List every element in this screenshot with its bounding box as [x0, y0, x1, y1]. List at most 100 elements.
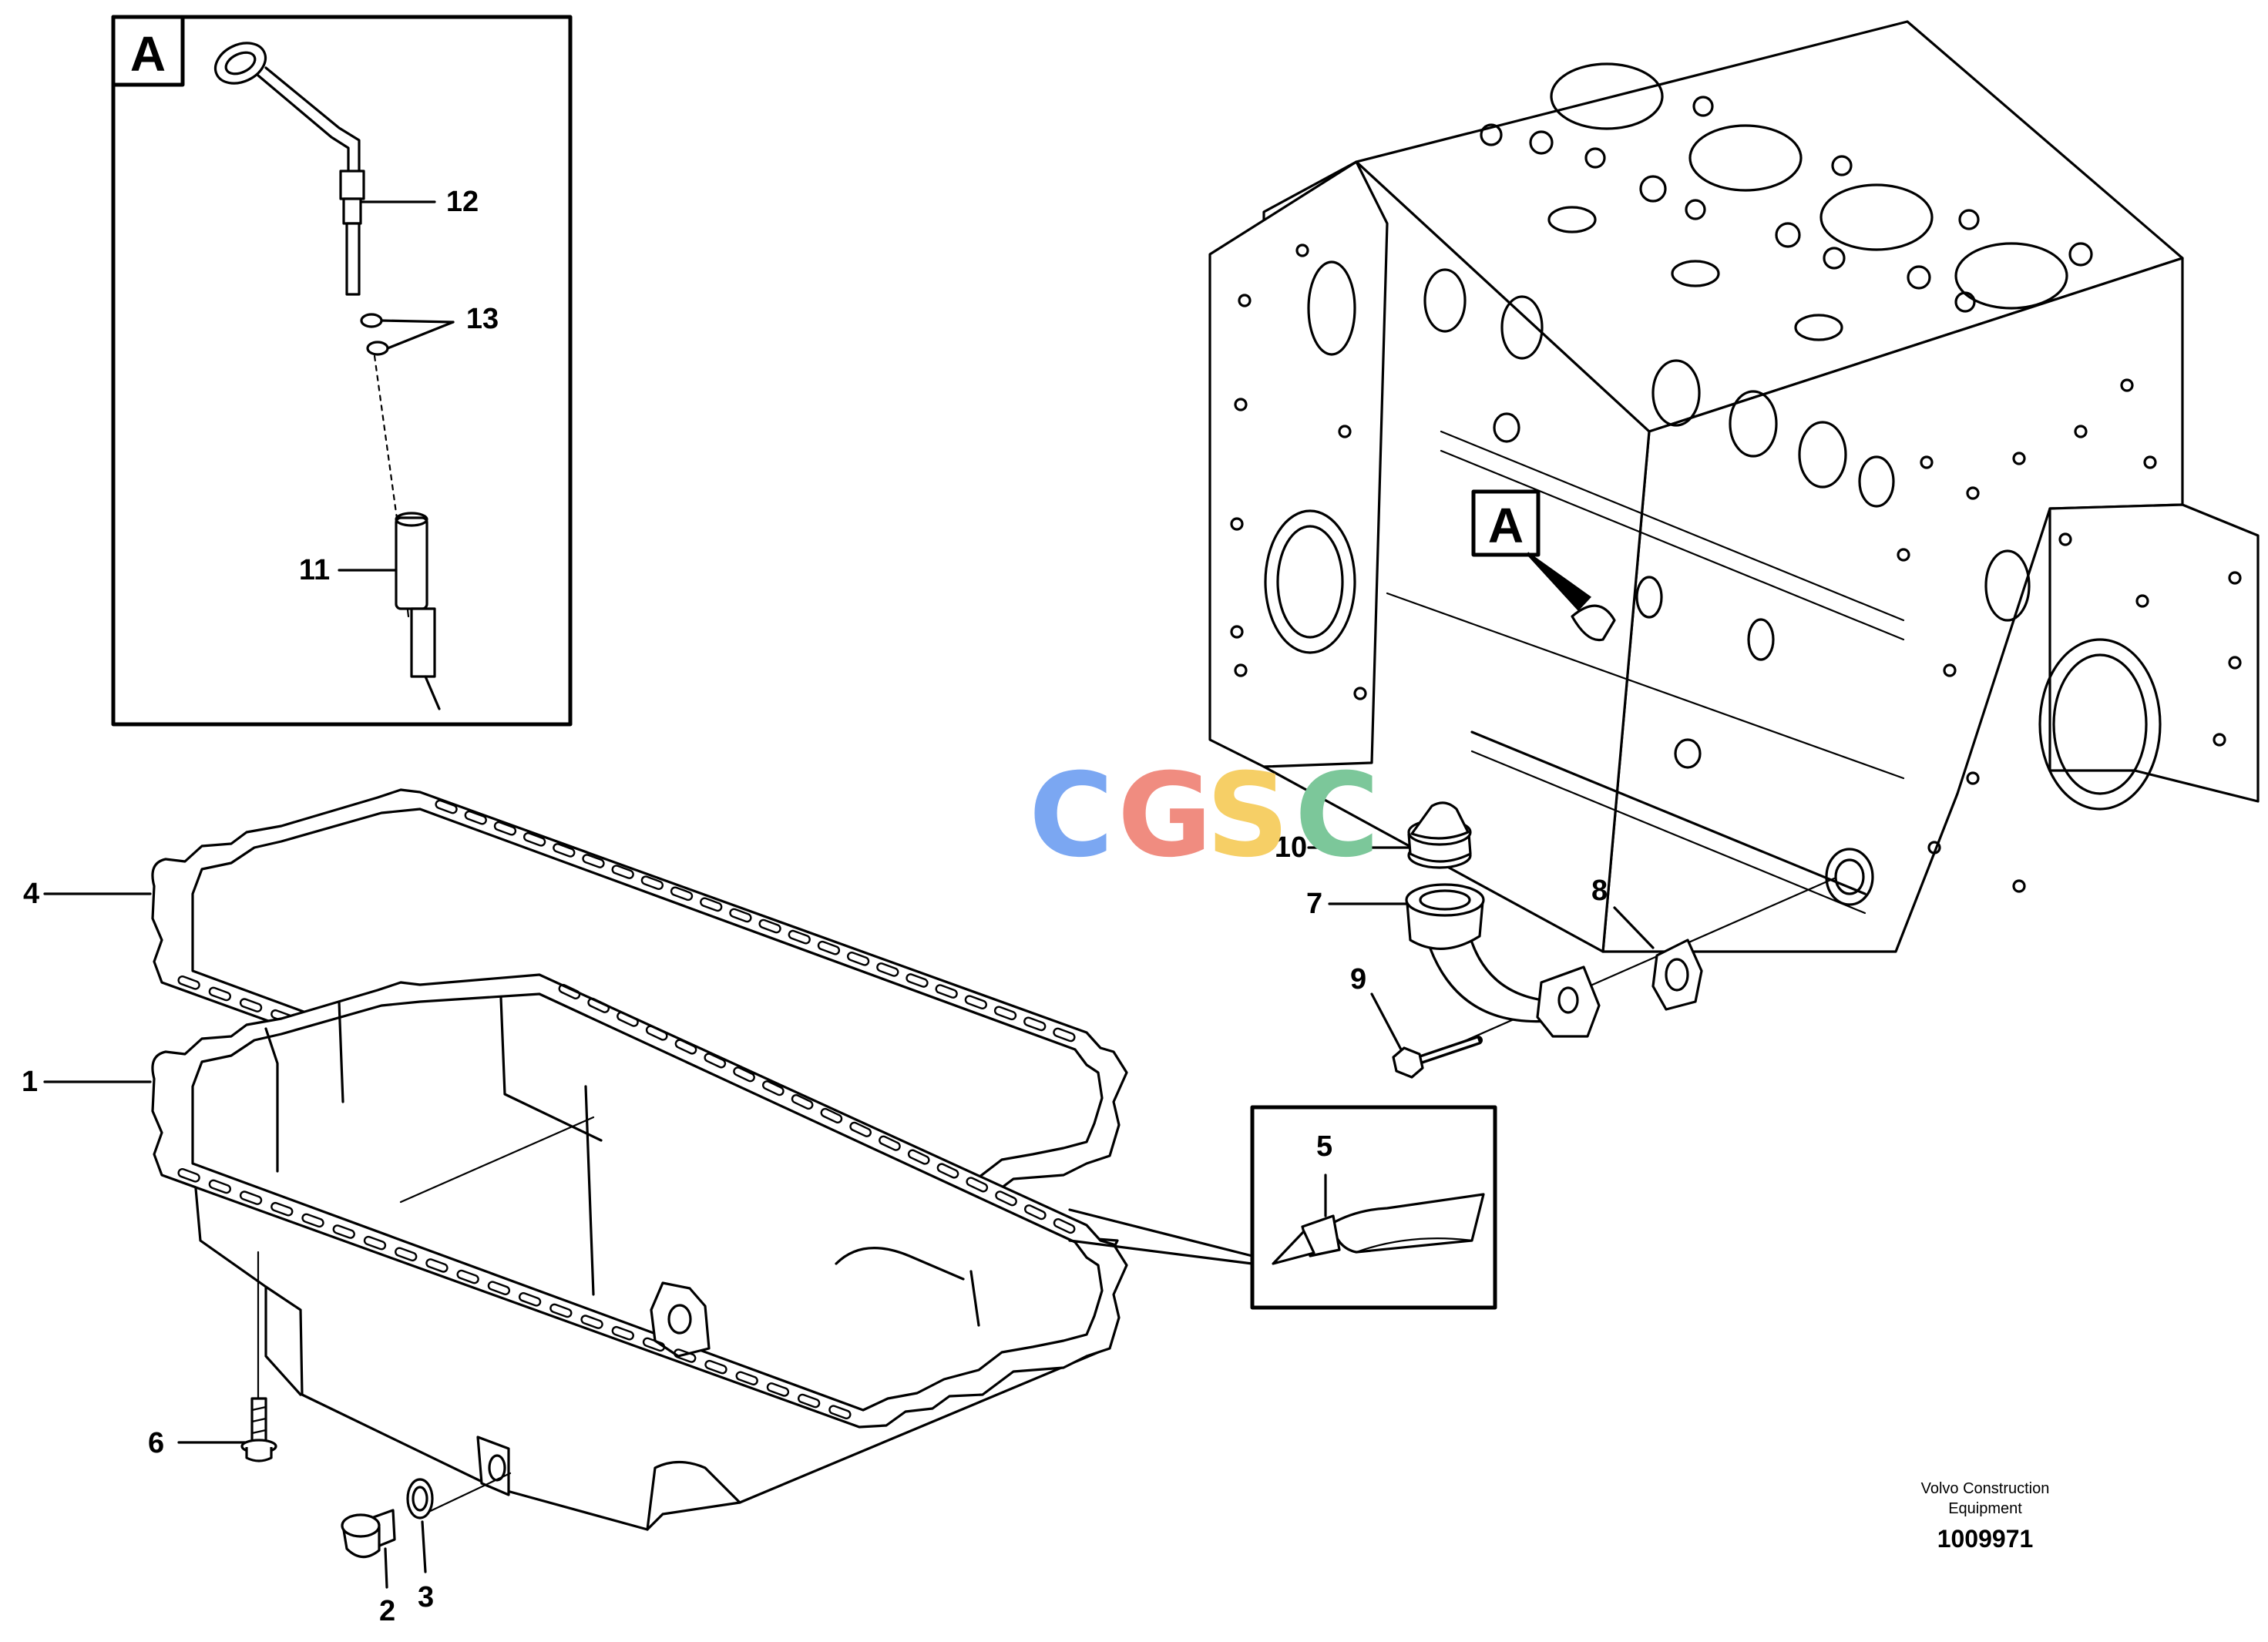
flange-slot	[522, 832, 546, 847]
dipstick-guide-12	[339, 170, 365, 296]
flange-slot	[611, 865, 634, 879]
watermark-letter-4: C	[1295, 749, 1379, 883]
brand-line-2: Equipment	[1948, 1500, 2022, 1517]
callout-8: 8	[1591, 875, 1608, 907]
flange-slot	[558, 983, 581, 999]
flange-slot	[1053, 1027, 1076, 1043]
flange-slot	[425, 1258, 449, 1273]
flange-slot	[587, 997, 610, 1013]
flange-slot	[935, 984, 958, 999]
brand-line-1: Volvo Construction	[1921, 1480, 2050, 1497]
flange-slot	[645, 1025, 668, 1041]
flange-slot	[270, 1201, 294, 1217]
flange-slot	[239, 1190, 263, 1205]
deck-holes	[1480, 96, 2093, 341]
callout-leaders	[43, 846, 1655, 1589]
front-face-holes	[1897, 378, 2242, 893]
flange-slot	[642, 1337, 666, 1352]
flange-slot	[820, 1107, 843, 1123]
flange-slot	[761, 1080, 785, 1096]
sealant-detail-box	[1068, 1105, 1497, 1310]
flange-slot	[301, 1213, 324, 1228]
flange-slot	[735, 1371, 758, 1386]
callout-numbers: 4 1 6 2 3 5 10 7 8 9 11 12 13	[22, 186, 1608, 1627]
flange-slot	[966, 1177, 989, 1193]
block-callout-a: A	[1471, 489, 1592, 611]
flange-slot	[582, 854, 605, 868]
cgsc-watermark: C G S C	[1029, 749, 1379, 883]
flange-slot	[435, 799, 458, 814]
flange-slot	[493, 821, 517, 836]
flange-slot	[906, 973, 929, 988]
callout-6: 6	[148, 1427, 164, 1459]
flange-slot	[798, 1393, 821, 1409]
callout-11: 11	[299, 554, 330, 586]
bolt-6	[240, 1251, 277, 1462]
callout-9: 9	[1350, 963, 1366, 996]
flange-slot	[704, 1053, 727, 1069]
flange-slot	[674, 1348, 697, 1363]
flange-slot	[670, 886, 694, 902]
detail-box-label: A	[130, 26, 166, 82]
flange-slot	[239, 998, 263, 1012]
flange-slot	[964, 995, 988, 1009]
flange-slot	[1023, 1204, 1047, 1221]
flange-slot	[177, 975, 200, 990]
callout-1: 1	[22, 1066, 38, 1098]
flange-slot	[907, 1149, 930, 1165]
flange-slot	[208, 1179, 231, 1194]
watermark-letter-2: G	[1117, 749, 1212, 883]
flange-slot	[208, 986, 231, 1002]
callout-10: 10	[1275, 831, 1307, 864]
flange-slot	[363, 1235, 387, 1251]
dipstick-tube-11	[395, 512, 441, 710]
flange-slot	[1023, 1016, 1047, 1032]
watermark-letter-1: C	[1029, 749, 1114, 883]
flange-slot	[729, 908, 752, 923]
callout-12: 12	[446, 186, 479, 218]
rear-plate-holes	[1230, 243, 1367, 700]
block-callout-label: A	[1488, 498, 1524, 553]
flange-slot	[580, 1315, 603, 1329]
flange-slot	[332, 1224, 355, 1239]
flange-slot	[1053, 1218, 1076, 1234]
flange-slot	[766, 1382, 790, 1397]
drawing-number: 1009971	[1937, 1525, 2034, 1553]
flange-slot	[788, 929, 811, 945]
flange-slot	[487, 1281, 511, 1295]
flange-slot	[936, 1163, 959, 1179]
callout-13: 13	[466, 303, 499, 335]
flange-slot	[700, 897, 723, 912]
flange-slot	[817, 940, 841, 955]
flange-slot	[828, 1405, 852, 1419]
callout-5: 5	[1316, 1130, 1332, 1163]
footer: Volvo Construction Equipment 1009971	[1921, 1480, 2050, 1553]
flange-slot	[733, 1066, 755, 1083]
flange-slot	[549, 1303, 573, 1318]
flange-slot	[640, 875, 664, 890]
flange-slot	[993, 1006, 1017, 1021]
flange-slot	[464, 810, 487, 825]
watermark-letter-3: S	[1206, 749, 1289, 883]
oil-pickup-assembly	[1392, 801, 1836, 1079]
drain-plug-2	[341, 1472, 512, 1559]
flange-slot	[674, 1039, 697, 1055]
flange-slot	[518, 1292, 542, 1307]
pan-slots	[177, 983, 1076, 1419]
detail-box-a: A	[111, 15, 573, 727]
callout-4: 4	[23, 878, 39, 910]
flange-slot	[876, 962, 899, 977]
dipstick-handle	[213, 42, 361, 173]
flange-slot	[553, 843, 576, 858]
flange-slot	[995, 1190, 1017, 1207]
flange-slot	[395, 1247, 418, 1262]
callout-7: 7	[1306, 888, 1322, 920]
flange-slot	[879, 1135, 901, 1151]
flange-slot	[704, 1359, 727, 1375]
flange-slot	[791, 1094, 814, 1110]
flange-slot	[617, 1011, 639, 1027]
flange-slot	[846, 952, 870, 966]
flange-slot	[177, 1168, 200, 1183]
washer-3	[406, 1478, 434, 1519]
